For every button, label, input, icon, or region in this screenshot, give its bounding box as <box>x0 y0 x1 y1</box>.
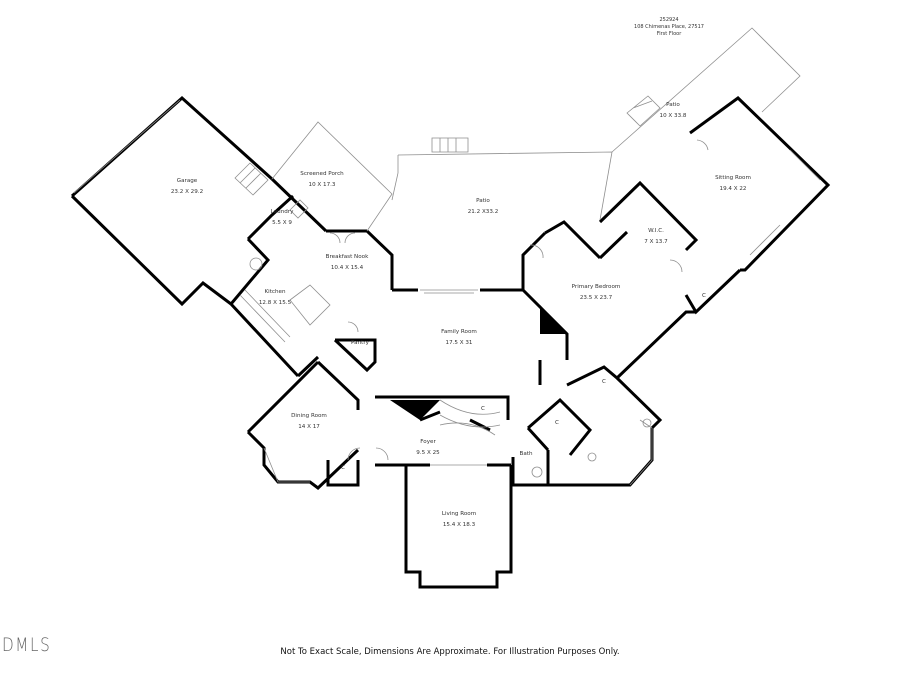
room-dimensions: 10 X 17.3 <box>308 182 336 188</box>
patio-main-outline <box>391 151 613 221</box>
room-dimensions: 19.4 X 22 <box>719 186 747 192</box>
room-dimensions: 10 X 33.8 <box>659 113 687 119</box>
closet-label: C <box>481 406 485 412</box>
toilet <box>531 466 543 478</box>
fireplace <box>540 305 567 334</box>
bath-cluster-walls <box>511 365 663 487</box>
room-name: Garage <box>176 178 198 184</box>
screened-porch-outline <box>271 121 393 232</box>
room-name: Breakfast Nook <box>325 254 369 260</box>
door-swing-5 <box>669 259 683 273</box>
kitchen-island <box>289 284 331 326</box>
water-heater <box>249 257 263 271</box>
closet-label: C <box>602 379 606 385</box>
closet-label: C <box>341 465 345 471</box>
room-name: Living Room <box>441 511 477 517</box>
room-name: Sitting Room <box>715 175 751 181</box>
room-dimensions: 23.2 X 29.2 <box>170 189 204 195</box>
door-swing-2 <box>344 232 356 244</box>
sliding-doors-family <box>420 289 478 294</box>
mls-logo: DMLS <box>2 634 52 656</box>
floor-label: First Floor <box>656 31 682 37</box>
bath-sink-1 <box>639 419 653 429</box>
room-dimensions: 23.5 X 23.7 <box>579 295 613 301</box>
room-name: Patio <box>476 198 490 204</box>
patio-right-outline <box>611 27 801 153</box>
room-dimensions: 15.4 X 18.3 <box>442 522 476 528</box>
patio-right-stairs <box>626 95 661 127</box>
kitchen-counter <box>239 289 291 343</box>
garage-walls <box>70 95 274 307</box>
room-name: Kitchen <box>264 289 286 295</box>
sink-2 <box>642 418 652 428</box>
patio-stairs <box>431 137 469 153</box>
room-dimensions: 17.5 X 31 <box>445 340 473 346</box>
room-name: Laundry <box>270 209 294 215</box>
disclaimer: Not To Exact Scale, Dimensions Are Appro… <box>280 647 620 657</box>
dining-bay-window <box>263 447 310 483</box>
room-name: Patio <box>666 102 680 108</box>
primary-bedroom-walls <box>544 180 742 380</box>
garage-door-window <box>73 99 181 194</box>
room-dimensions: 9.5 X 25 <box>416 450 440 456</box>
room-dimensions: 12.8 X 15.5 <box>258 300 292 306</box>
door-swing-6 <box>696 139 709 151</box>
foyer-walls <box>375 395 510 432</box>
sink-primary <box>587 452 597 462</box>
room-name: Primary Bedroom <box>571 284 621 290</box>
address: 108 Chimenas Place, 27517 <box>634 24 704 30</box>
room-name: Dining Room <box>291 413 327 419</box>
room-name: W.I.C. <box>648 228 664 234</box>
door-swing-8 <box>347 321 359 333</box>
dining-closet-walls <box>326 460 360 487</box>
room-dimensions: 5.5 X 9 <box>272 220 292 226</box>
room-dimensions: 21.2 X33.2 <box>467 209 499 215</box>
bath-bay-window <box>629 428 653 486</box>
laundry-walls <box>229 177 328 305</box>
sitting-window-right <box>789 149 821 181</box>
room-dimensions: 14 X 17 <box>298 424 320 430</box>
closet-label: C <box>555 420 559 426</box>
sitting-window-lower <box>749 224 781 256</box>
living-room-walls <box>375 463 513 589</box>
room-name: Family Room <box>441 329 477 335</box>
breakfast-nook-walls <box>326 229 547 292</box>
plan-header: 252924 108 Chimenas Place, 27517 First F… <box>634 17 704 38</box>
garage-stairs <box>234 162 269 196</box>
pantry-walls <box>333 338 377 373</box>
laundry-sink <box>289 199 309 219</box>
room-dimensions: 10.4 X 15.4 <box>330 265 364 271</box>
listing-id: 252924 <box>659 17 679 23</box>
kitchen-walls <box>229 302 320 378</box>
closet-label: C <box>702 293 706 299</box>
door-swing-1 <box>329 232 341 244</box>
sitting-room-walls <box>689 96 831 272</box>
door-swing-4 <box>375 447 389 461</box>
room-name: Foyer <box>420 439 436 445</box>
family-room-right-walls <box>521 288 569 385</box>
door-swing-3 <box>347 447 361 461</box>
room-name: Pantry <box>351 340 369 346</box>
room-name: Screened Porch <box>300 171 344 177</box>
foyer-arc <box>439 422 496 436</box>
stair-landing-foyer <box>390 400 440 420</box>
door-swing-7 <box>529 244 544 259</box>
room-name: Bath <box>519 451 533 457</box>
room-dimensions: 7 X 13.7 <box>644 239 668 245</box>
curved-stair <box>439 399 501 428</box>
